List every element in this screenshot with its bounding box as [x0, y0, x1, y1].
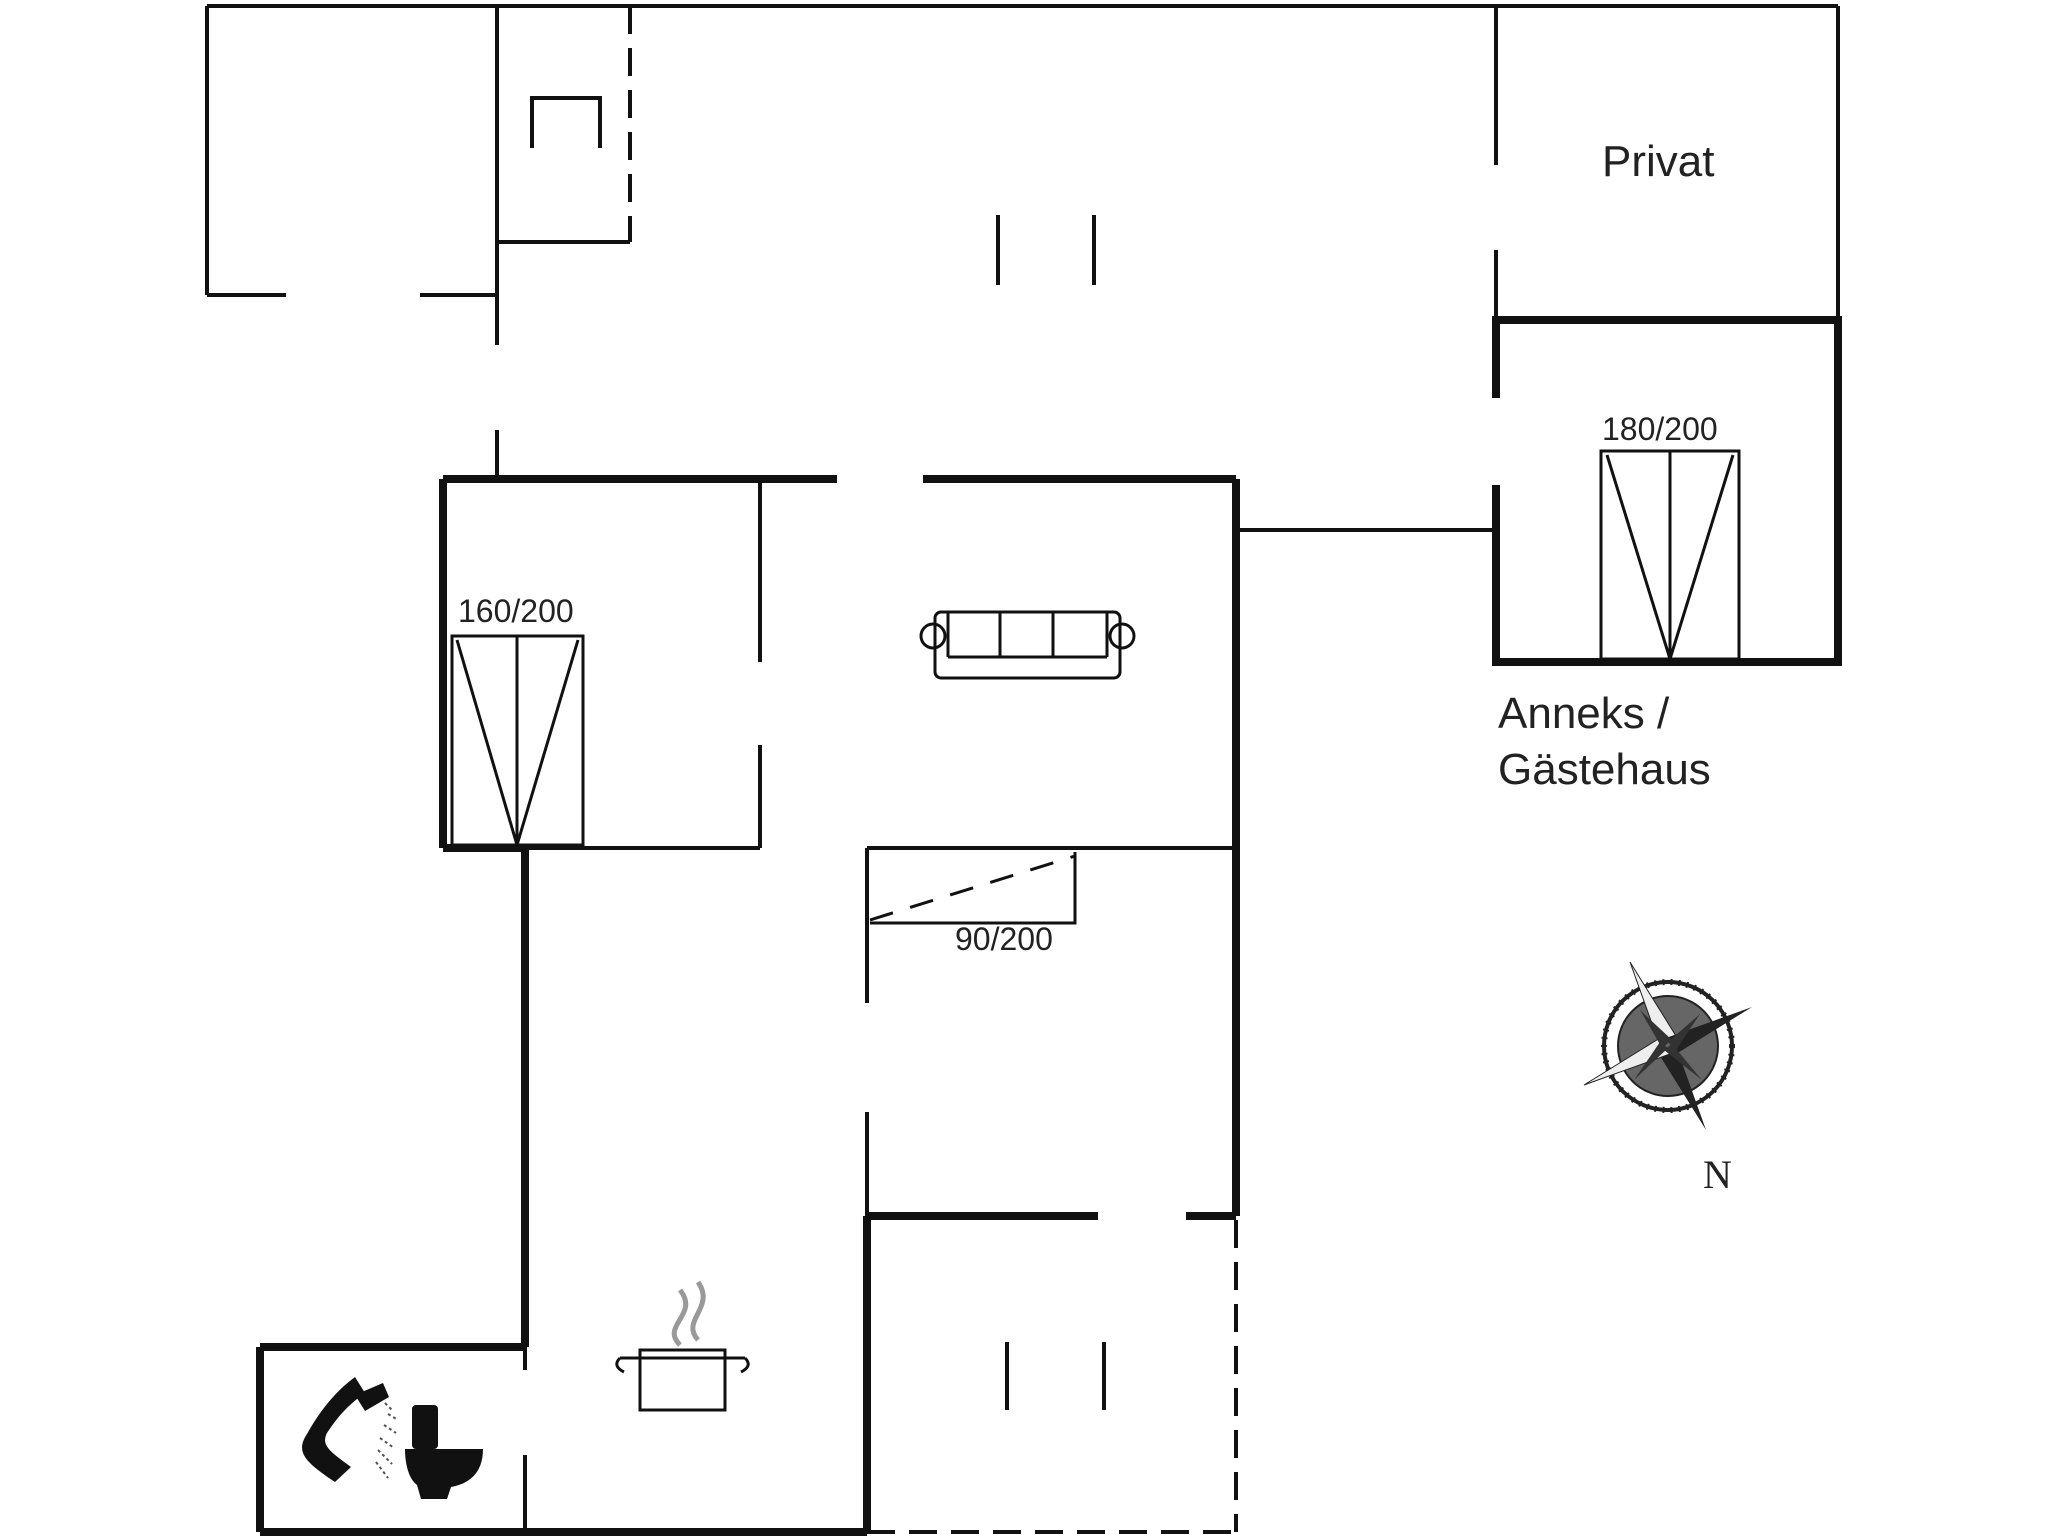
- double-bed-icon: [450, 634, 585, 847]
- bed-size-bedroom: 160/200: [458, 593, 574, 629]
- main-house-walls: [256, 475, 1240, 1536]
- double-bed-icon: [1599, 449, 1741, 661]
- cooking-pot-icon: [615, 1280, 750, 1412]
- toilet-icon: [405, 1405, 483, 1499]
- upper-walls: [205, 4, 1840, 532]
- shower-icon: [302, 1377, 399, 1482]
- annex-walls: [1492, 316, 1842, 666]
- chair-icon: [530, 96, 1096, 285]
- sofa-icon: [919, 610, 1136, 680]
- bed-size-single: 90/200: [955, 921, 1053, 957]
- chair-icon: [1005, 1342, 1106, 1410]
- room-label-annex-line2: Gästehaus: [1498, 745, 1711, 794]
- bed-size-annex: 180/200: [1602, 411, 1718, 447]
- compass-north-label: N: [1703, 1152, 1732, 1197]
- room-label-annex-line1: Anneks /: [1498, 689, 1670, 738]
- single-bed-icon: [869, 852, 1077, 925]
- compass-rose-icon: [1583, 961, 1752, 1130]
- room-label-privat: Privat: [1602, 137, 1714, 186]
